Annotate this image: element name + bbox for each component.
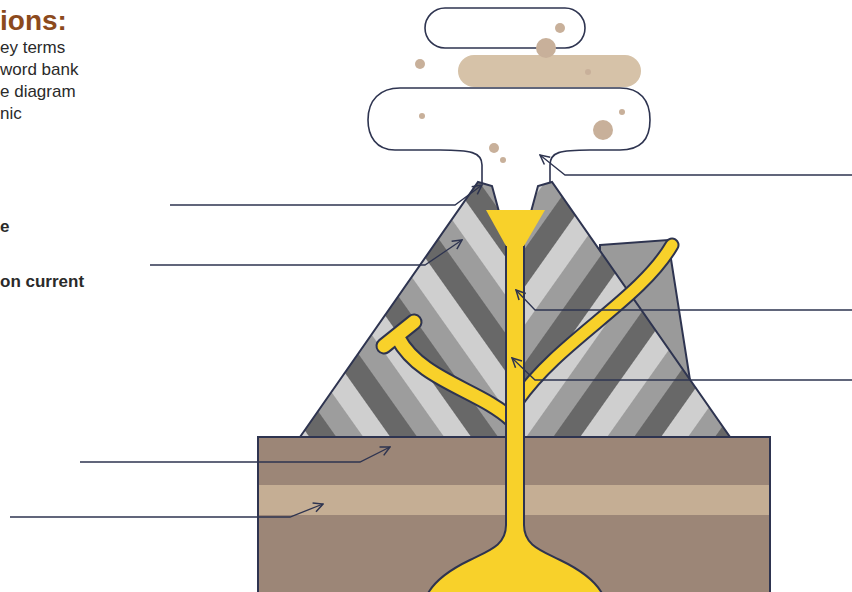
instruction-text: word bank [0,60,78,80]
cloud-top [425,8,585,48]
leader-lines [10,155,852,517]
magma-conduit [425,245,605,592]
cone-left [300,182,515,437]
heading: ions: [0,4,67,38]
ash-cloud [368,88,650,183]
word-bank-term: on current [0,272,84,292]
dykes [384,245,672,420]
ash-band [458,55,641,87]
instruction-text: ey terms [0,38,65,58]
word-bank-term: e [0,217,9,237]
instruction-text: nic [0,104,22,124]
ash-particles [415,23,625,163]
crater [486,210,545,246]
instruction-text: e diagram [0,82,76,102]
